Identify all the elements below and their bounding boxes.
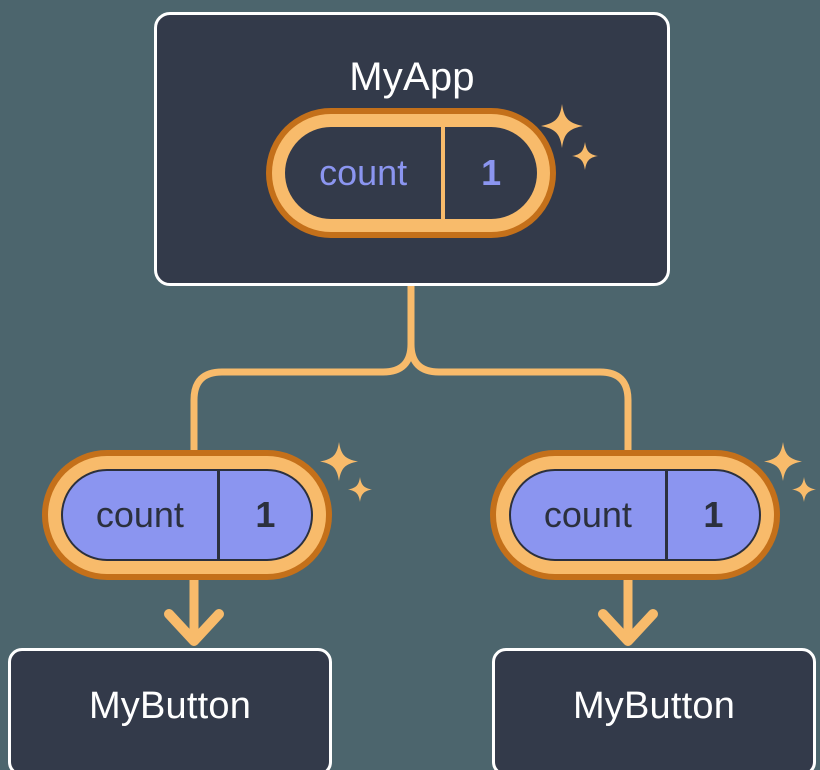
card-myapp-title: MyApp <box>349 55 475 99</box>
arrow-down-icon-right <box>598 570 658 646</box>
state-key: count <box>543 494 632 535</box>
state-pill-child-right[interactable]: count 1 <box>490 450 780 580</box>
state-pill-child-left[interactable]: count 1 <box>42 450 332 580</box>
card-mybutton-left[interactable]: MyButton <box>8 648 332 770</box>
pill-inner-ring: count 1 <box>272 114 550 232</box>
state-key: count <box>95 494 184 535</box>
card-mybutton-title: MyButton <box>88 685 252 727</box>
connector-to-right-child <box>407 282 632 456</box>
state-value: 1 <box>441 127 537 219</box>
pill-body: count 1 <box>285 127 537 219</box>
pill-outer-ring: count 1 <box>490 450 780 580</box>
pill-body: count 1 <box>61 469 313 561</box>
card-mybutton-title: MyButton <box>572 685 736 727</box>
card-mybutton-right[interactable]: MyButton <box>492 648 816 770</box>
pill-body: count 1 <box>509 469 761 561</box>
state-value: 1 <box>664 471 759 559</box>
pill-inner-ring: count 1 <box>496 456 774 574</box>
state-key: count <box>319 152 408 193</box>
state-value: 1 <box>216 471 311 559</box>
arrow-down-icon-left <box>164 570 224 646</box>
pill-outer-ring: count 1 <box>266 108 556 238</box>
pill-inner-ring: count 1 <box>48 456 326 574</box>
pill-outer-ring: count 1 <box>42 450 332 580</box>
connector-to-left-child <box>190 282 415 456</box>
state-pill-myapp[interactable]: count 1 <box>266 108 556 238</box>
